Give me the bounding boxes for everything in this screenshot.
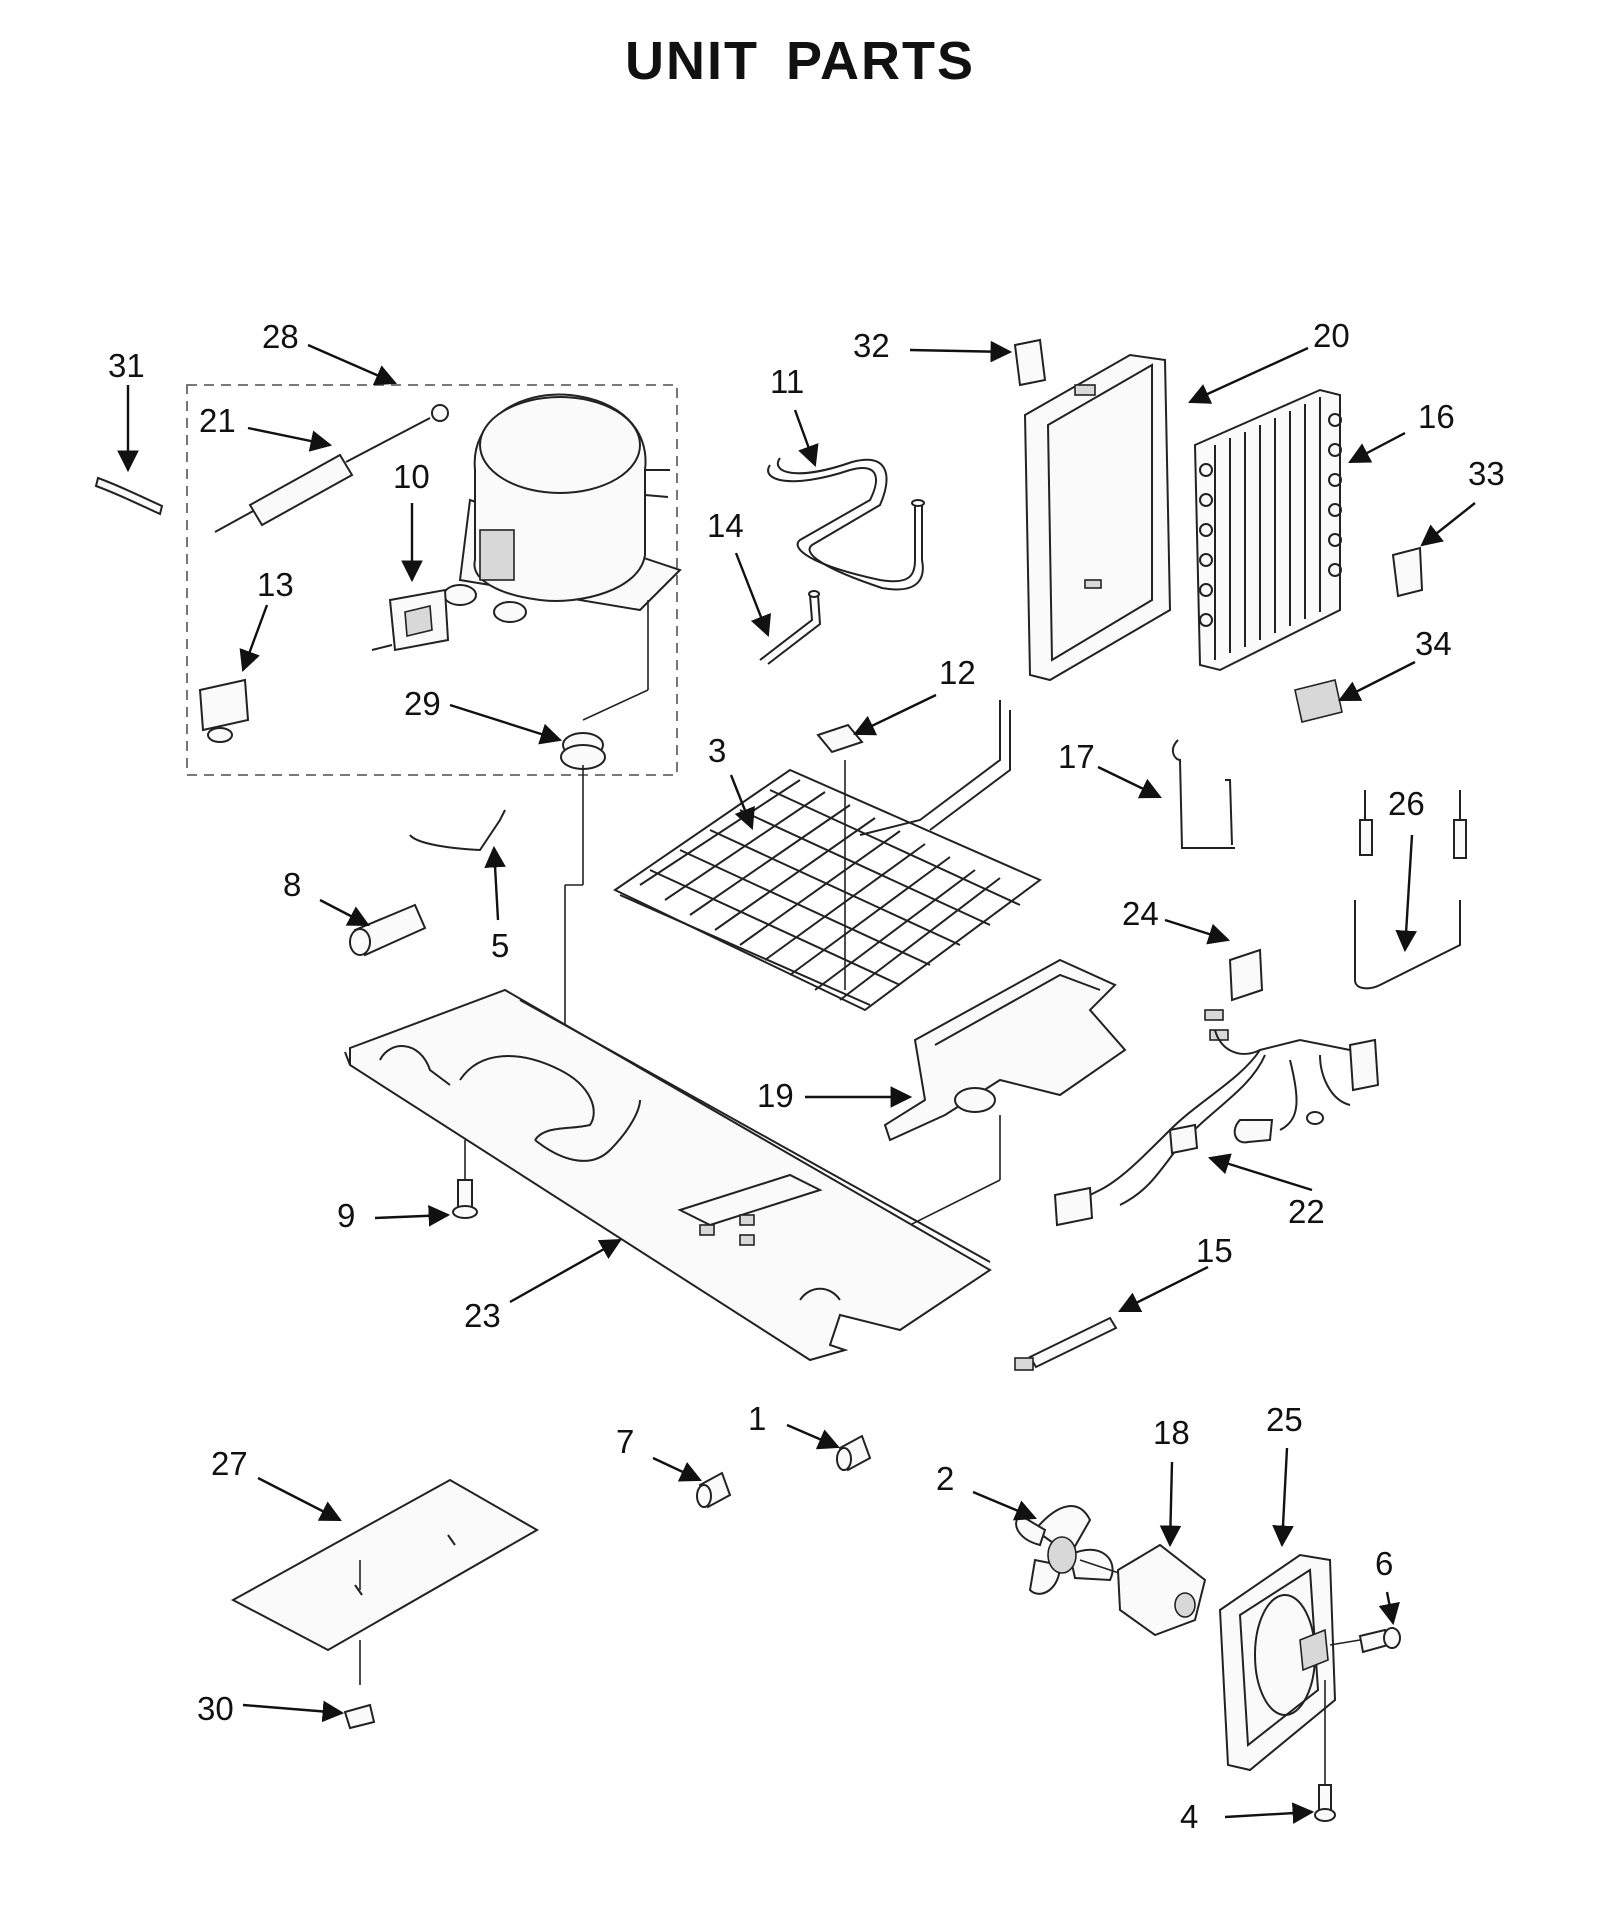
part-18-fan-motor xyxy=(1116,1543,1207,1637)
part-17-wire xyxy=(1171,739,1235,849)
callout-13: 13 xyxy=(257,566,294,603)
part-23-base-plate xyxy=(344,988,992,1362)
part-19-drain-pan xyxy=(883,958,1127,1142)
leader-arrows xyxy=(117,340,1476,1824)
callout-10: 10 xyxy=(393,458,430,495)
part-8-foam xyxy=(349,903,427,957)
callout-27: 27 xyxy=(211,1445,248,1482)
part-4-screw xyxy=(1314,1680,1336,1822)
part-15-cable-tie xyxy=(1014,1316,1118,1371)
callout-12: 12 xyxy=(939,654,976,691)
callout-16: 16 xyxy=(1418,398,1455,435)
callout-17: 17 xyxy=(1058,738,1095,775)
callout-32: 32 xyxy=(853,327,890,364)
part-33-clip xyxy=(1391,546,1424,598)
callout-7: 7 xyxy=(616,1423,634,1460)
part-9-screw xyxy=(452,1140,478,1219)
page-title: UNIT PARTS xyxy=(625,31,975,91)
callout-2: 2 xyxy=(936,1460,954,1497)
callout-29: 29 xyxy=(404,685,441,722)
part-2-fan-blade xyxy=(1015,1505,1114,1595)
callout-8: 8 xyxy=(283,866,301,903)
callout-11: 11 xyxy=(770,363,804,400)
part-compressor xyxy=(443,393,682,623)
part-30-clip xyxy=(343,1703,376,1730)
part-13-capacitor xyxy=(198,678,250,743)
callout-6: 6 xyxy=(1375,1545,1393,1582)
callout-28: 28 xyxy=(262,318,299,355)
part-27-insulation-sheet xyxy=(230,1478,540,1685)
callout-30: 30 xyxy=(197,1690,234,1727)
callout-31: 31 xyxy=(108,347,145,384)
callout-21: 21 xyxy=(199,402,236,439)
callout-4: 4 xyxy=(1180,1798,1198,1835)
part-31-strap xyxy=(94,476,164,516)
part-3-condenser xyxy=(613,768,1042,1012)
part-34-pad xyxy=(1294,679,1343,723)
callout-5: 5 xyxy=(491,927,509,964)
callout-3: 3 xyxy=(708,732,726,769)
part-21-filter-drier xyxy=(214,404,449,533)
callout-34: 34 xyxy=(1415,625,1452,662)
callout-23: 23 xyxy=(464,1297,501,1334)
part-25-fan-shroud xyxy=(1218,1553,1337,1772)
part-32-clip xyxy=(1013,338,1047,387)
part-26-tube xyxy=(1354,790,1467,990)
callout-22: 22 xyxy=(1288,1193,1325,1230)
part-29-grommet xyxy=(560,732,606,770)
callout-20: 20 xyxy=(1313,317,1350,354)
part-12-bracket xyxy=(816,700,1011,836)
callout-25: 25 xyxy=(1266,1401,1303,1438)
compressor-assembly-group-box xyxy=(186,384,678,776)
callout-1: 1 xyxy=(748,1400,766,1437)
part-14-tube xyxy=(759,590,822,665)
part-1-spacer xyxy=(836,1434,872,1472)
callout-18: 18 xyxy=(1153,1414,1190,1451)
part-22-wire-harness xyxy=(1053,1009,1380,1227)
callout-19: 19 xyxy=(757,1077,794,1114)
part-11-tube xyxy=(767,457,925,591)
callout-labels: 31 28 21 10 13 29 11 14 32 20 16 33 34 1… xyxy=(108,317,1505,1835)
part-7-spacer xyxy=(696,1471,732,1509)
part-24-clip xyxy=(1228,948,1264,1002)
callout-9: 9 xyxy=(337,1197,355,1234)
part-5-wire xyxy=(409,809,506,852)
callout-33: 33 xyxy=(1468,455,1505,492)
callout-26: 26 xyxy=(1388,785,1425,822)
callout-15: 15 xyxy=(1196,1232,1233,1269)
callout-24: 24 xyxy=(1122,895,1159,932)
part-6-screw xyxy=(1329,1627,1401,1654)
part-16-evaporator xyxy=(1193,388,1342,672)
part-20-evaporator-cover xyxy=(1023,353,1172,682)
callout-14: 14 xyxy=(707,507,744,544)
part-10-relay xyxy=(371,588,450,652)
